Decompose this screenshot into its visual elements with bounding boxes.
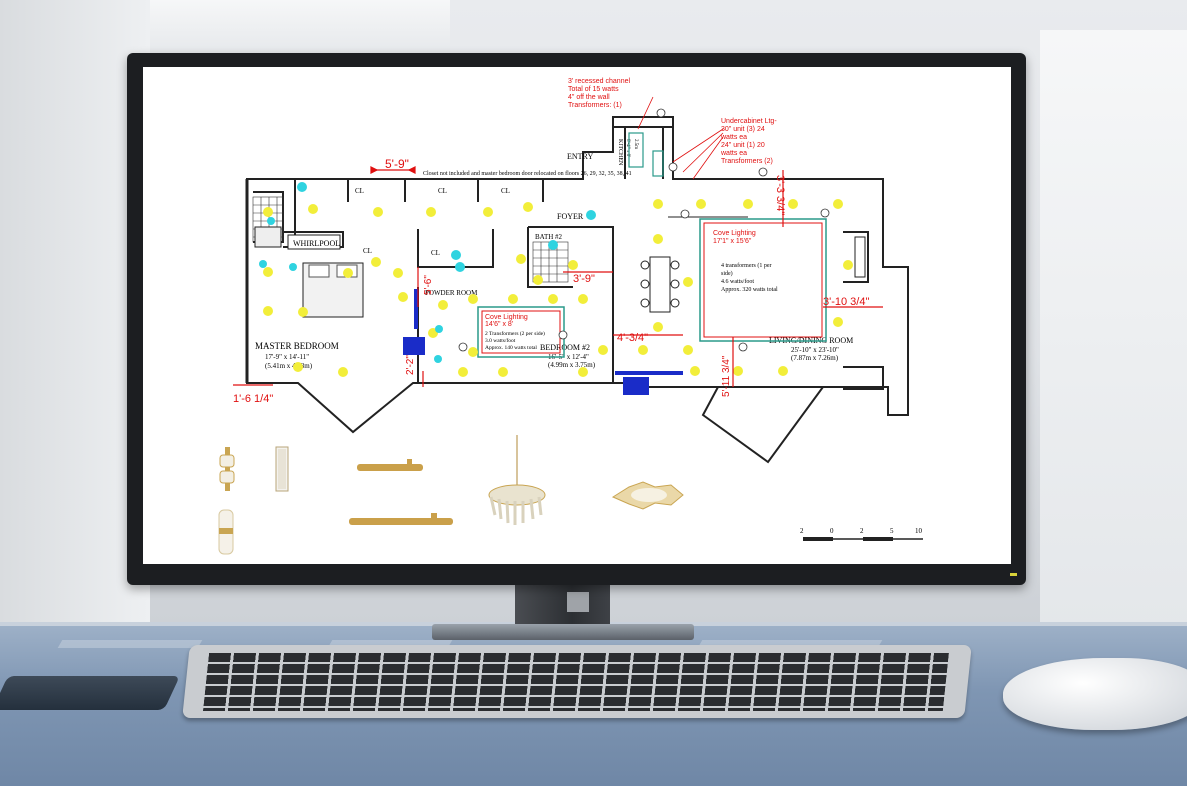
- wall-pillar: [0, 0, 150, 640]
- flush-mount-icon: [611, 481, 684, 510]
- power-led: [1010, 573, 1017, 576]
- hvac-unit: [623, 377, 649, 395]
- dimension-label: 5'-11 3/4": [721, 355, 732, 397]
- svg-text:3' recessed channel: 3' recessed channel: [568, 78, 630, 85]
- master-bedroom-size-metric: (5.41m x 4.53m): [265, 362, 313, 370]
- lighting-notes: 3' recessed channel Total of 15 watts 4"…: [485, 78, 778, 351]
- svg-text:Transformers: (1): Transformers: (1): [568, 102, 622, 109]
- recessed-lights: [263, 199, 853, 377]
- bedroom2-size: 16'-5" x 12'-4": [548, 353, 589, 361]
- cove-outline: [703, 222, 823, 338]
- svg-text:3.0 watts/foot: 3.0 watts/foot: [485, 337, 516, 344]
- svg-text:Approx. 320 watts total: Approx. 320 watts total: [721, 287, 778, 293]
- dimension-label: 3'-10 3/4": [823, 296, 869, 308]
- dining-table: [640, 256, 680, 313]
- svg-text:10: 10: [915, 527, 923, 535]
- monitor-stand-neck: [515, 585, 610, 627]
- dimension-label: 2'-2": [405, 355, 416, 375]
- bar-light-icon: [275, 446, 289, 492]
- svg-text:2: 2: [860, 527, 864, 535]
- bath2-label: BATH #2: [535, 233, 563, 241]
- svg-text:Transformers (2): Transformers (2): [721, 158, 773, 165]
- foyer-label: FOYER: [557, 212, 584, 221]
- chandelier-icon: [488, 435, 546, 525]
- living-room-size-metric: (7.87m x 7.26m): [791, 354, 839, 362]
- whirlpool-tub: [287, 234, 341, 250]
- monitor-stand-cable-hole: [567, 592, 589, 612]
- pillow: [308, 264, 330, 278]
- svg-text:watts ea: watts ea: [720, 134, 747, 141]
- sconce-icon: [218, 509, 234, 555]
- master-bedroom-label: MASTER BEDROOM: [255, 341, 339, 351]
- svg-text:Total of 15 watts: Total of 15 watts: [568, 86, 619, 93]
- accent-wall: [615, 371, 683, 375]
- bedroom2-size-metric: (4.99m x 3.75m): [548, 361, 596, 369]
- window-panel: [1040, 30, 1187, 630]
- svg-text:Undercabinet Ltg-: Undercabinet Ltg-: [721, 118, 777, 125]
- undercabinet-light: [652, 150, 664, 177]
- bedroom2-label: BEDROOM #2: [540, 343, 590, 352]
- svg-text:Cove Lighting: Cove Lighting: [485, 314, 528, 321]
- keyboard-keys: [202, 653, 949, 711]
- closet-label: CL: [363, 247, 372, 255]
- svg-text:0: 0: [830, 527, 834, 535]
- svg-text:side): side): [721, 270, 733, 277]
- kitchen-size: 8'-4" x 8': [625, 139, 630, 157]
- svg-text:Cove Lighting: Cove Lighting: [713, 230, 756, 237]
- svg-text:5: 5: [890, 527, 894, 535]
- smartphone: [0, 676, 180, 710]
- svg-text:2 Transformers (2 per side): 2 Transformers (2 per side): [485, 330, 545, 337]
- entry-label: ENTRY: [567, 152, 593, 161]
- mouse: [1003, 658, 1187, 730]
- whirlpool-label: WHIRLPOOL: [293, 239, 340, 248]
- dimension-label: 3'-3 3/4": [774, 175, 786, 215]
- picture-light-icon: [349, 513, 453, 525]
- monitor-stand-base: [432, 624, 694, 640]
- lighting-floorplan: WHIRLPOOL MASTER BEDROOM 17'-9" x 14'-11…: [218, 78, 923, 555]
- svg-text:4 transformers (1 per: 4 transformers (1 per: [721, 262, 771, 269]
- dimension-label: 1'-6 1/4": [233, 393, 273, 405]
- keyboard: [182, 645, 972, 718]
- sconce-icon: [219, 447, 235, 491]
- closet-label: CL: [438, 187, 447, 195]
- picture-light-icon: [357, 459, 423, 471]
- recessed-channel: [628, 132, 644, 168]
- closet-label: CL: [431, 249, 440, 257]
- hvac-unit: [403, 337, 425, 355]
- svg-text:24" unit (1) 20: 24" unit (1) 20: [721, 142, 765, 149]
- svg-text:4" off the wall: 4" off the wall: [568, 94, 610, 101]
- transformer-symbols: [458, 108, 830, 352]
- dimension-label: 3'-9": [573, 273, 595, 285]
- svg-text:2: 2: [800, 527, 804, 535]
- living-room-size: 25'-10" x 23'-10": [791, 346, 839, 354]
- svg-text:17'1" x 15'6": 17'1" x 15'6": [713, 238, 752, 245]
- dimension-label: 5'-6": [423, 275, 434, 295]
- cove-lighting-living: [699, 218, 827, 342]
- kitchen-size-metric: 2.5m: [633, 139, 638, 149]
- scale-bar: 2 0 2 5 10: [800, 527, 923, 541]
- svg-text:4.6 watts/foot: 4.6 watts/foot: [721, 278, 754, 285]
- closet-label: CL: [501, 187, 510, 195]
- closet-label: CL: [355, 187, 364, 195]
- dimension-lines: [233, 166, 883, 387]
- floor-note: Closet not included and master bedroom d…: [423, 170, 632, 177]
- svg-text:30" unit (3) 24: 30" unit (3) 24: [721, 126, 765, 133]
- svg-text:14'6" x 8': 14'6" x 8': [485, 321, 513, 328]
- svg-text:Approx. 140 watts total: Approx. 140 watts total: [485, 345, 537, 351]
- pendant-lights: [259, 182, 596, 363]
- monitor-screen: WHIRLPOOL MASTER BEDROOM 17'-9" x 14'-11…: [143, 67, 1011, 564]
- kitchen-label: KITCHEN: [617, 139, 623, 166]
- sofa: [854, 236, 866, 278]
- master-bedroom-size: 17'-9" x 14'-11": [265, 353, 309, 361]
- svg-text:watts ea: watts ea: [720, 150, 747, 157]
- monitor: WHIRLPOOL MASTER BEDROOM 17'-9" x 14'-11…: [127, 53, 1026, 585]
- powder-room-label: POWDER ROOM: [425, 289, 478, 297]
- dimension-label: 4'-3/4": [617, 332, 648, 344]
- accent-wall: [414, 289, 418, 329]
- window-panel: [150, 0, 450, 60]
- dimension-label: 5'-9": [385, 157, 409, 171]
- bathtub: [254, 226, 282, 248]
- desk-reflection: [57, 640, 203, 648]
